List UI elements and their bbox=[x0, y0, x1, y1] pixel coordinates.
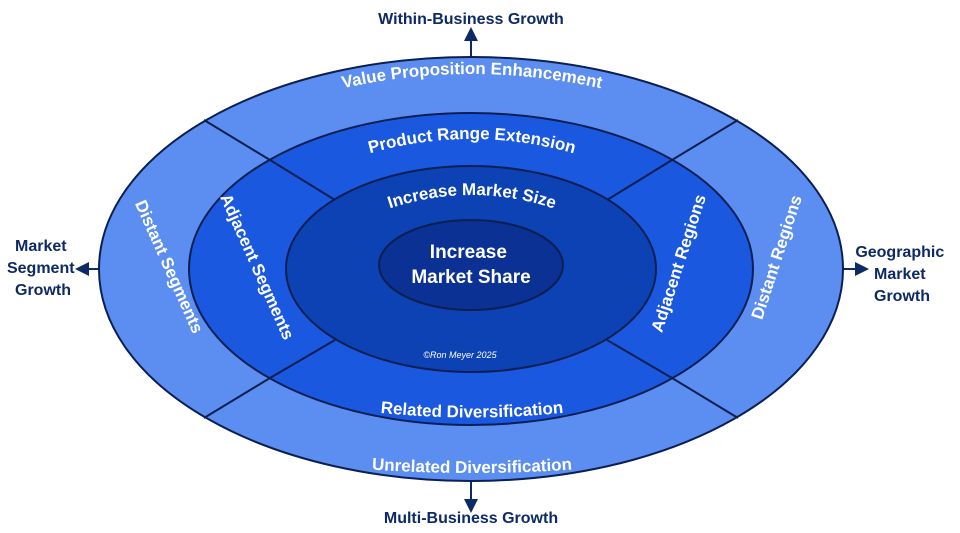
middle-divider-br bbox=[606, 339, 673, 379]
middle-divider-bl bbox=[269, 339, 336, 379]
outer-divider-bl bbox=[203, 377, 271, 419]
outer-divider-br bbox=[671, 377, 739, 419]
middle-divider-tl bbox=[269, 159, 336, 201]
axis-label-bottom: Multi-Business Growth bbox=[384, 510, 558, 527]
core-ellipse bbox=[378, 219, 564, 311]
outer-bottom-label: Unrelated Diversification bbox=[372, 455, 573, 477]
axis-label-right: Geographic Market Growth bbox=[855, 244, 948, 305]
outer-divider-tl bbox=[203, 119, 271, 161]
middle-bottom-label: Related Diversification bbox=[380, 398, 564, 422]
center-label: Increase Market Share bbox=[411, 242, 530, 288]
outer-divider-tr bbox=[671, 119, 739, 161]
axis-label-top: Within-Business Growth bbox=[378, 11, 564, 28]
copyright-label: ©Ron Meyer 2025 bbox=[423, 350, 497, 360]
axis-label-left: Market Segment Growth bbox=[7, 238, 79, 299]
middle-divider-tr bbox=[606, 159, 673, 201]
